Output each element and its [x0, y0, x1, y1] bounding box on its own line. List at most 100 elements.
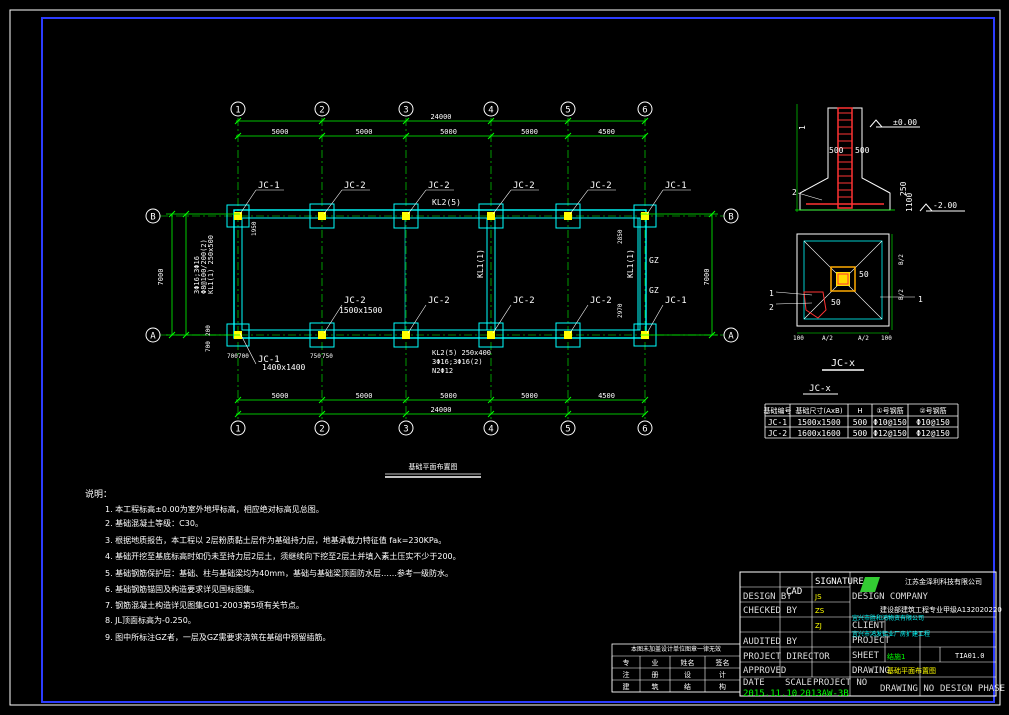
tb-signature: SIGNATURE	[815, 577, 864, 587]
tb-grid-cell: 姓名	[681, 658, 695, 667]
tb-grid-cell: 设	[684, 670, 691, 679]
dim-250: 250	[899, 181, 908, 196]
table-cell: Φ12@150	[916, 429, 950, 438]
note-item: 8. JL顶面标高为-0.250。	[105, 615, 196, 625]
table-cell: JC-1	[768, 418, 787, 427]
tb-client-val: 宜兴市胜和鸿物资有限公司	[852, 614, 924, 622]
mark-1c: 1	[918, 295, 923, 304]
inner-frame	[41, 17, 995, 703]
tb-grid-cell: 构	[719, 682, 726, 691]
footing-plan-outer	[796, 233, 890, 327]
footing-label-top: JC-2	[344, 181, 366, 191]
dim-1100: 1100	[905, 193, 914, 212]
tb-director: PROJECT DIRECTOR	[743, 652, 830, 662]
column	[318, 331, 326, 339]
label-gz-1: GZ	[649, 256, 659, 265]
axis-bubble-1-bottom	[230, 420, 246, 436]
label-size-1: 1400x1400	[262, 363, 306, 372]
axis-bubble-4-bottom	[483, 420, 499, 436]
column	[318, 212, 326, 220]
tb-grid-cell: 册	[652, 671, 659, 679]
dim-2970: 2970	[617, 303, 624, 318]
tb-stamp-a: JS	[814, 593, 822, 601]
dim-100b: 100	[881, 335, 892, 342]
label-left-beam3: 3Φ16;3Φ16	[193, 256, 201, 294]
column	[402, 212, 410, 220]
footing-label-bottom: JC-1	[258, 355, 280, 365]
dim-700a: 700	[227, 353, 238, 360]
company-logo-icon	[860, 577, 880, 592]
footing-label-top: JC-1	[665, 181, 687, 191]
tb-checked: CHECKED BY	[743, 606, 798, 616]
tb-client: CLIENT	[852, 621, 885, 631]
column	[564, 331, 572, 339]
mark-1b: 1	[769, 289, 774, 298]
column	[487, 212, 495, 220]
tb-stamp-b: ZS	[815, 607, 825, 615]
axis-bubble-B-right	[723, 208, 739, 224]
table-header: 基础编号	[764, 406, 792, 415]
table-title: JC-x	[809, 384, 831, 394]
tb-projno: PROJECT NO	[813, 678, 867, 688]
label-size-2: 1500x1500	[339, 306, 383, 315]
tb-date: DATE	[743, 678, 765, 688]
tb-approved: APPROVED	[743, 666, 786, 676]
axis-label-3: 3	[403, 425, 408, 435]
tb-grid-cell: 签名	[716, 658, 730, 667]
span-dim-bottom: 5000	[272, 392, 289, 400]
tb-version: TIA01.0	[955, 652, 985, 660]
detail-caption: JC-x	[831, 358, 855, 369]
axis-bubble-4-top	[483, 101, 499, 117]
footing	[393, 322, 419, 348]
tb-drawing-val: 基础平面布置图	[887, 666, 936, 675]
span-dim-top: 5000	[440, 128, 457, 136]
table-cell: 1600x1600	[797, 429, 841, 438]
tb-company: DESIGN COMPANY	[852, 592, 928, 602]
label-kl1-right: KL1(1)	[626, 249, 635, 278]
dim-1950: 1950	[251, 221, 258, 236]
footing	[226, 204, 250, 228]
label-gz-2: GZ	[649, 286, 659, 295]
total-dim-top: 24000	[430, 113, 451, 121]
footing-label-bottom: JC-2	[590, 296, 612, 306]
tb-project: PROJECT	[852, 636, 891, 646]
axis-bubble-3-top	[398, 101, 414, 117]
column-rebar	[837, 107, 853, 209]
tb-drawing-no: DRAWING NO	[880, 684, 934, 694]
footing-label-top: JC-2	[590, 181, 612, 191]
plan-caption: 基础平面布置图	[409, 462, 458, 471]
axis-bubble-5-top	[560, 101, 576, 117]
table-cell: 1500x1500	[797, 418, 841, 427]
footing	[633, 204, 657, 228]
tb-left-title: 本图未加盖设计单位图章一律无效	[631, 645, 721, 653]
axis-label-B: B	[150, 213, 155, 223]
axis-bubble-A-right	[723, 327, 739, 343]
note-item: 2. 基础混凝土等级：C30。	[105, 518, 203, 528]
tb-grid-cell: 业	[652, 658, 659, 667]
axis-label-A: A	[150, 332, 156, 342]
elev-bottom: -2.00	[933, 201, 957, 210]
tb-projno-val: 2013AW-3B	[800, 689, 849, 699]
outer-frame	[9, 9, 1001, 706]
note-item: 7. 钢筋混凝土构造详见图集G01-2003第5项有关节点。	[105, 600, 304, 610]
footing	[393, 203, 419, 229]
span-dim-top: 5000	[521, 128, 538, 136]
footing	[555, 203, 581, 229]
tb-grid-cell: 注	[623, 670, 630, 679]
dim-b2b: B/2	[898, 289, 905, 300]
dim-50b: 50	[859, 270, 869, 279]
axis-label-2: 2	[319, 106, 324, 116]
table-cell: Φ10@150	[916, 418, 950, 427]
footing-label-bottom: JC-1	[665, 296, 687, 306]
label-kl2-bottom2: 3Φ16;3Φ16(2)	[432, 358, 483, 366]
axis-label-3: 3	[403, 106, 408, 116]
footing	[555, 322, 581, 348]
axis-label-5: 5	[565, 425, 570, 435]
dim-50a: 50	[831, 298, 841, 307]
note-item: 3. 根据地质报告，本工程以 2层粉质黏土层作为基础持力层，地基承载力特征值 f…	[105, 535, 446, 545]
tb-project-val: 宜兴市鸿发铝业厂房扩建工程	[852, 630, 930, 638]
note-item: 5. 基础钢筋保护层：基础、柱与基础梁均为40mm，基础与基础梁顶面防水层……参…	[105, 568, 453, 578]
